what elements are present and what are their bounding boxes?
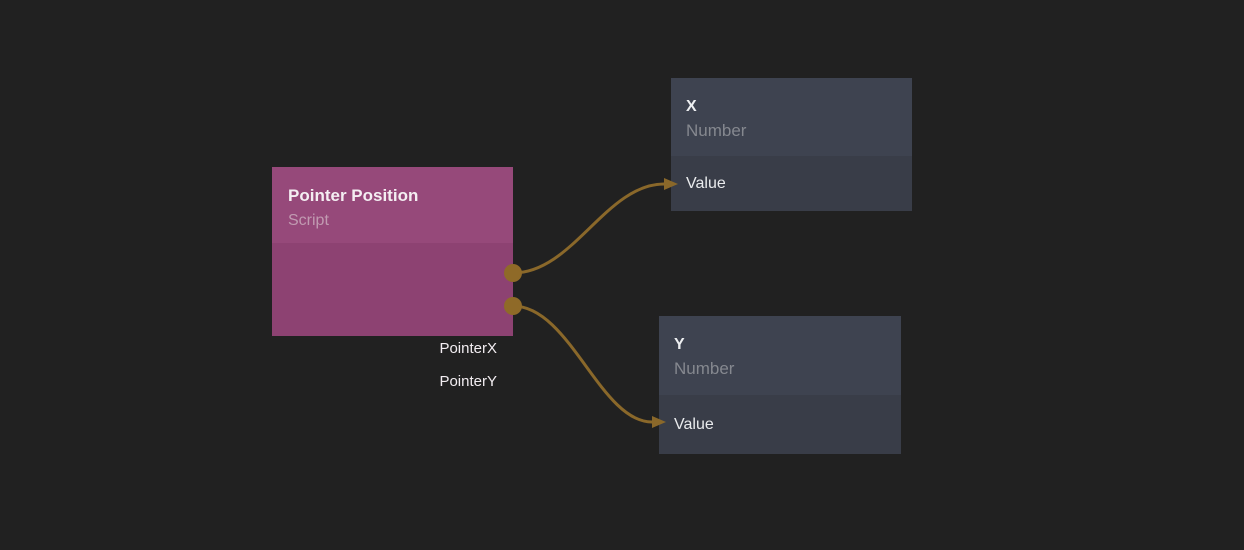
- node-y-header[interactable]: Y Number: [659, 316, 901, 395]
- output-row-pointerx: PointerX: [439, 340, 497, 357]
- node-x-number[interactable]: X Number Value: [671, 78, 912, 211]
- node-title: Y: [674, 336, 685, 353]
- node-pointer-position-header[interactable]: Pointer Position Script: [272, 167, 513, 243]
- input-label-value: Value: [674, 415, 714, 433]
- node-pointer-position[interactable]: Pointer Position Script PointerX Pointer…: [272, 167, 513, 390]
- node-y-value-row[interactable]: Value: [659, 395, 901, 454]
- node-title: Pointer Position: [288, 186, 419, 205]
- node-x-value-row[interactable]: Value: [671, 156, 912, 211]
- node-subtitle: Number: [686, 121, 747, 140]
- output-row-pointery: PointerY: [439, 373, 497, 390]
- node-subtitle: Script: [288, 212, 329, 229]
- node-x-header[interactable]: X Number: [671, 78, 912, 156]
- wire-pointerx-to-x-value[interactable]: [511, 178, 678, 275]
- node-y-number[interactable]: Y Number Value: [659, 316, 901, 454]
- node-subtitle: Number: [674, 359, 735, 378]
- node-title: X: [686, 98, 697, 115]
- wire-pointery-to-y-value[interactable]: [511, 304, 666, 428]
- input-label-value: Value: [686, 174, 726, 192]
- node-pointer-position-body: PointerX PointerY: [272, 243, 513, 390]
